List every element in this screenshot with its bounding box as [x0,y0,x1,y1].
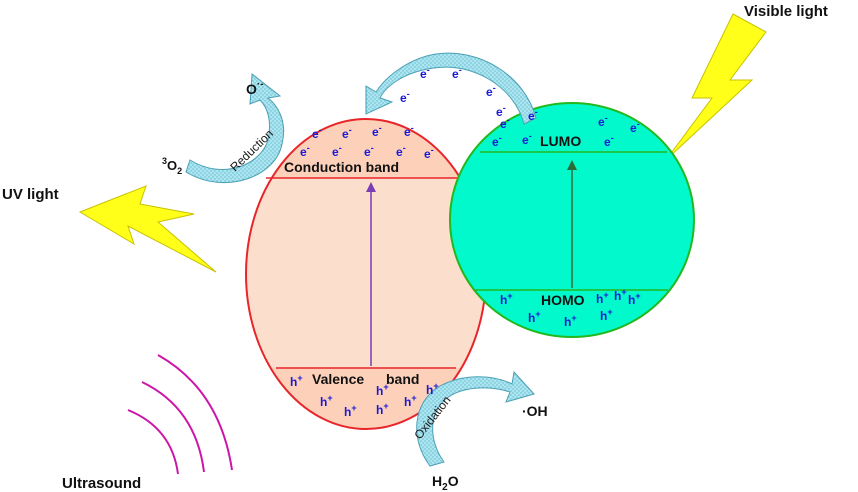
homo-label: HOMO [541,292,585,308]
electron-15: e- [528,107,538,123]
conduction-band-label: Conduction band [284,159,399,175]
uv-light-lightning-icon [78,185,217,273]
electron-5: e- [312,125,322,141]
valence-band-label-word1: Valence [312,371,364,387]
hole-5: h+ [404,393,417,409]
valence-band-label-word2: band [386,371,419,387]
hole-4: h+ [376,401,389,417]
lumo-label: LUMO [540,133,581,149]
sensitizer-circle [449,102,695,338]
electron-8: e- [404,123,414,139]
hole-13: h+ [596,290,609,306]
electron-9: e- [300,143,310,159]
hole-1: h+ [320,393,333,409]
reduction-arrow [185,73,284,184]
visible-light-lightning-icon [665,13,767,161]
hole-10: h+ [600,307,613,323]
electron-transfer-arrow [365,52,537,125]
visible-light-label: Visible light [744,3,828,20]
hole-12: h+ [628,291,641,307]
electron-group: e-e-e-e-e-e-e-e-e-e-e-e-e-e-e-e-e-e-e-e-… [300,65,640,161]
hole-8: h+ [528,309,541,325]
hole-9: h+ [564,313,577,329]
electron-11: e- [364,143,374,159]
hydroxyl-radical-label: ·OH [522,403,548,419]
electron-4: e- [496,103,506,119]
hole-11: h+ [614,287,627,303]
hole-7: h+ [500,291,513,307]
electron-14: e- [500,115,510,131]
electron-10: e- [332,143,342,159]
electron-19: e- [522,131,532,147]
hole-3: h+ [376,382,389,398]
electron-2: e- [400,89,410,105]
hole-6: h+ [426,381,439,397]
ultrasound-wave-icon [127,354,233,475]
ultrasound-label: Ultrasound [62,475,141,492]
water-label: H2O [432,473,459,492]
electron-3: e- [486,83,496,99]
electron-6: e- [342,125,352,141]
electron-1: e- [452,65,462,81]
hole-group: h+h+h+h+h+h+h+h+h+h+h+h+h+h+ [290,287,641,419]
uv-light-label: UV light [2,186,59,203]
electron-17: e- [630,119,640,135]
electron-16: e- [598,113,608,129]
hole-0: h+ [290,373,303,389]
electron-7: e- [372,123,382,139]
electron-0: e- [420,65,430,81]
triplet-oxygen-label: 3O2 [162,156,182,176]
hole-2: h+ [344,403,357,419]
oxidation-arrow [416,370,535,467]
electron-13: e- [424,145,434,161]
electron-18: e- [492,133,502,149]
electron-20: e- [604,133,614,149]
superoxide-label: O·- [246,79,264,97]
electron-12: e- [396,143,406,159]
